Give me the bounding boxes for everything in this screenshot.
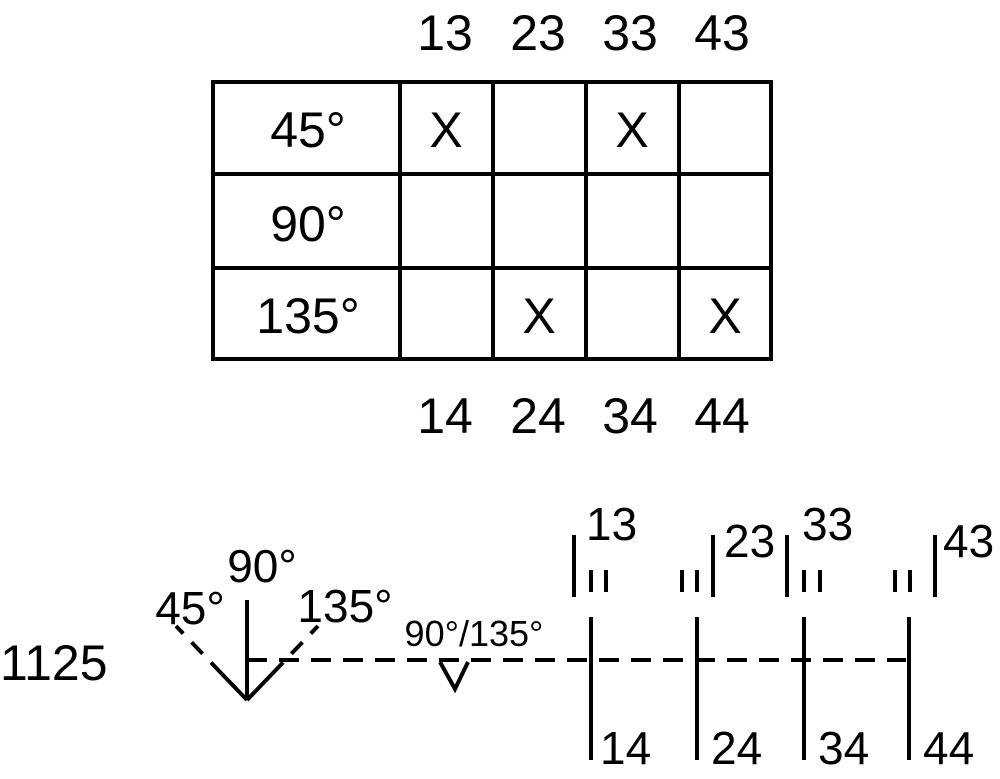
detent-label: 90°/135° bbox=[405, 613, 544, 654]
column-label-top: 13 bbox=[417, 5, 473, 61]
contact-2 bbox=[680, 535, 715, 760]
detent-symbol bbox=[438, 661, 470, 694]
contact-label-bottom: 14 bbox=[600, 722, 651, 774]
column-label-top: 23 bbox=[510, 5, 566, 61]
angle-label-135: 135° bbox=[297, 580, 392, 632]
table-cell: X bbox=[429, 102, 462, 158]
column-label-bottom: 44 bbox=[694, 388, 750, 444]
actuation-line bbox=[247, 658, 906, 694]
contact-table bbox=[211, 80, 773, 361]
switch-designation: 1125 bbox=[0, 635, 108, 691]
contact-label-top: 33 bbox=[802, 498, 853, 550]
position-45-dashed bbox=[174, 624, 224, 676]
contacts bbox=[572, 535, 937, 760]
v-right-arm bbox=[245, 672, 274, 702]
contact-label-top: 43 bbox=[943, 515, 994, 567]
operator-symbol bbox=[174, 600, 320, 702]
table-cell: X bbox=[522, 288, 555, 344]
row-label-angle: 90° bbox=[270, 196, 346, 252]
angle-label-90: 90° bbox=[227, 540, 297, 592]
column-label-bottom: 24 bbox=[510, 388, 566, 444]
contact-4 bbox=[893, 535, 937, 760]
contact-label-bottom: 44 bbox=[923, 722, 974, 774]
table-cell: X bbox=[708, 288, 741, 344]
contact-label-bottom: 24 bbox=[711, 722, 762, 774]
contact-1 bbox=[572, 535, 608, 760]
contact-label-top: 23 bbox=[724, 515, 775, 567]
column-label-top: 33 bbox=[602, 5, 658, 61]
column-label-bottom: 14 bbox=[417, 388, 473, 444]
position-135-dashed bbox=[270, 624, 320, 676]
row-label-angle: 135° bbox=[256, 288, 359, 344]
column-label-top: 43 bbox=[694, 5, 750, 61]
column-label-bottom: 34 bbox=[602, 388, 658, 444]
angle-label-45: 45° bbox=[155, 582, 225, 634]
v-left-arm bbox=[220, 672, 249, 702]
contact-label-top: 13 bbox=[586, 498, 637, 550]
row-label-angle: 45° bbox=[270, 102, 346, 158]
contact-label-bottom: 34 bbox=[818, 722, 869, 774]
contact-3 bbox=[785, 535, 822, 760]
table-cell: X bbox=[615, 102, 648, 158]
